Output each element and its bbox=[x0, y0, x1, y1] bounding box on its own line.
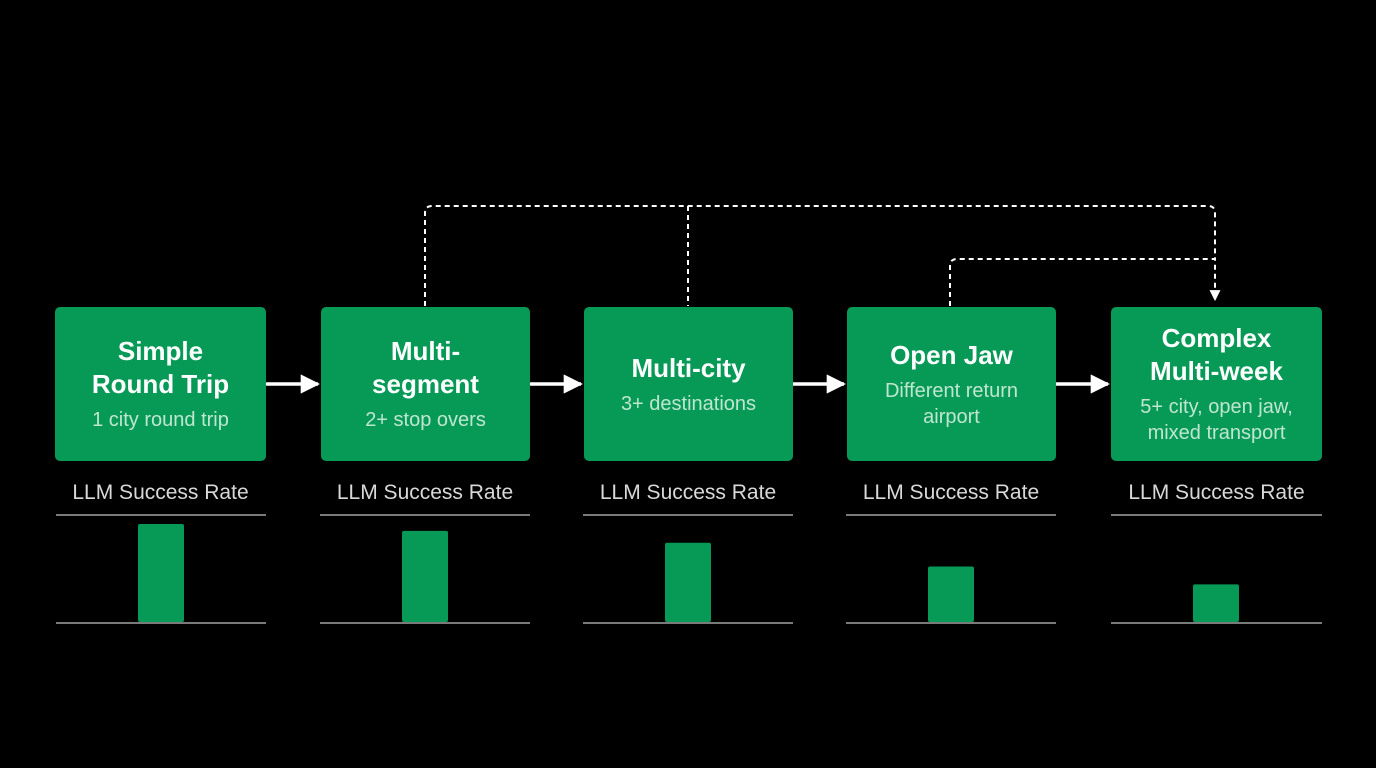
success-rate-bars bbox=[138, 523, 1239, 622]
success-rate-bar-4 bbox=[928, 566, 974, 622]
stage-box-open-jaw: Open Jaw Different return airport bbox=[847, 307, 1056, 461]
stage-subtitle: 2+ stop overs bbox=[365, 409, 486, 431]
stage-subtitle: 3+ destinations bbox=[620, 392, 757, 415]
success-rate-bar-2 bbox=[402, 530, 448, 622]
stage-title: Multi- segment bbox=[372, 336, 479, 399]
stage-subtitle: 5+ city, open jaw, mixed transport bbox=[1140, 396, 1293, 444]
stage-title: Simple Round Trip bbox=[91, 336, 230, 399]
stage-subtitle: Different return airport bbox=[884, 379, 1019, 428]
success-rate-label-5: LLM Success Rate bbox=[1128, 481, 1305, 504]
dashed-connector-open-jaw bbox=[949, 258, 1221, 306]
success-rate-bar-5 bbox=[1193, 584, 1239, 622]
stage-box-multi-city: Multi-city 3+ destinations bbox=[584, 307, 793, 461]
stage-box-multi-segment: Multi- segment 2+ stop overs bbox=[321, 307, 530, 461]
stage-box-simple-round-trip: Simple Round Trip 1 city round trip bbox=[55, 307, 266, 461]
success-rate-label-3: LLM Success Rate bbox=[599, 481, 777, 504]
success-rate-bar-3 bbox=[665, 542, 711, 622]
success-rate-label-2: LLM Success Rate bbox=[336, 481, 514, 504]
stage-title: Multi-city bbox=[631, 352, 746, 383]
success-rate-label-4: LLM Success Rate bbox=[862, 481, 1040, 504]
stage-title: Complex Multi-week bbox=[1150, 323, 1283, 386]
success-rate-bar-1 bbox=[138, 523, 184, 622]
stage-subtitle: 1 city round trip bbox=[92, 409, 229, 431]
stage-box-complex-multi-week: Complex Multi-week 5+ city, open jaw, mi… bbox=[1111, 307, 1322, 461]
success-rate-label-1: LLM Success Rate bbox=[72, 481, 249, 504]
dashed-connector-top bbox=[424, 205, 1216, 306]
stage-title: Open Jaw bbox=[890, 339, 1013, 370]
